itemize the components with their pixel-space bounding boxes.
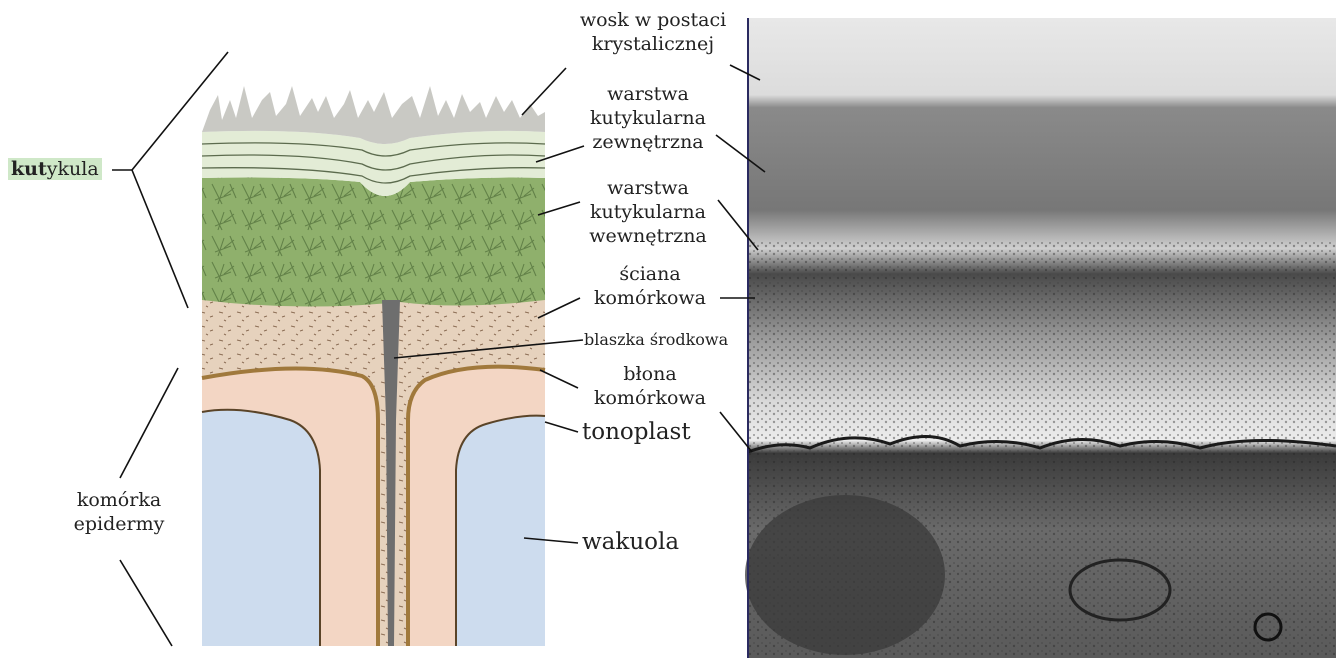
- wax-label-line1: wosk w postaci: [548, 8, 758, 32]
- middle-lamella-label: blaszka środkowa: [584, 328, 728, 352]
- cell-membrane-label: błona komórkowa: [580, 362, 720, 410]
- cell-wall-label-line2: komórkowa: [580, 286, 720, 310]
- inner-cuticular-label-line2: kutykularna: [568, 200, 728, 224]
- outer-cuticular-label-line3: zewnętrzna: [568, 130, 728, 154]
- inner-cuticular-label-line1: warstwa: [568, 176, 728, 200]
- vacuole-right: [456, 416, 545, 646]
- outer-cuticular-label: warstwa kutykularna zewnętrzna: [568, 82, 728, 154]
- cuticle-schematic: [202, 86, 545, 646]
- cuticle-bracket-line: [132, 170, 188, 308]
- cell-membrane-label-line2: komórkowa: [580, 386, 720, 410]
- cuticle-label: kutykula: [8, 157, 102, 181]
- electron-micrograph: [745, 18, 1336, 658]
- middle-lamella-label-text: blaszka środkowa: [584, 330, 728, 349]
- cell-wall-label: ściana komórkowa: [580, 262, 720, 310]
- wax-label: wosk w postaci krystalicznej: [548, 8, 758, 56]
- cell-wall-label-line1: ściana: [580, 262, 720, 286]
- inner-cuticular-label: warstwa kutykularna wewnętrzna: [568, 176, 728, 248]
- outer-cuticular-label-line1: warstwa: [568, 82, 728, 106]
- cell-membrane-leader: [540, 370, 578, 388]
- cuticle-label-bold: kut: [11, 158, 47, 180]
- epidermal-cell-label: komórka epidermy: [44, 488, 194, 536]
- tonoplast-label: tonoplast: [582, 420, 691, 444]
- wax-leader: [522, 68, 566, 115]
- inner-cuticular-label-line3: wewnętrzna: [568, 224, 728, 248]
- vacuole-left: [202, 410, 320, 646]
- tonoplast-label-text: tonoplast: [582, 419, 691, 445]
- epidermal-cell-label-line1: komórka: [44, 488, 194, 512]
- wax-label-line2: krystalicznej: [548, 32, 758, 56]
- micrograph-organelle: [745, 495, 945, 655]
- epidermis-bracket-line: [120, 560, 172, 646]
- outer-cuticular-label-line2: kutykularna: [568, 106, 728, 130]
- vacuole-label-text: wakuola: [582, 529, 679, 555]
- epidermal-cell-label-line2: epidermy: [44, 512, 194, 536]
- tonoplast-leader: [545, 422, 578, 432]
- cuticle-label-rest: ykula: [47, 158, 99, 180]
- vacuole-label: wakuola: [582, 530, 679, 554]
- inner-cuticular-fibers: [202, 178, 545, 307]
- cell-membrane-label-line1: błona: [580, 362, 720, 386]
- epidermis-bracket-line: [120, 368, 178, 478]
